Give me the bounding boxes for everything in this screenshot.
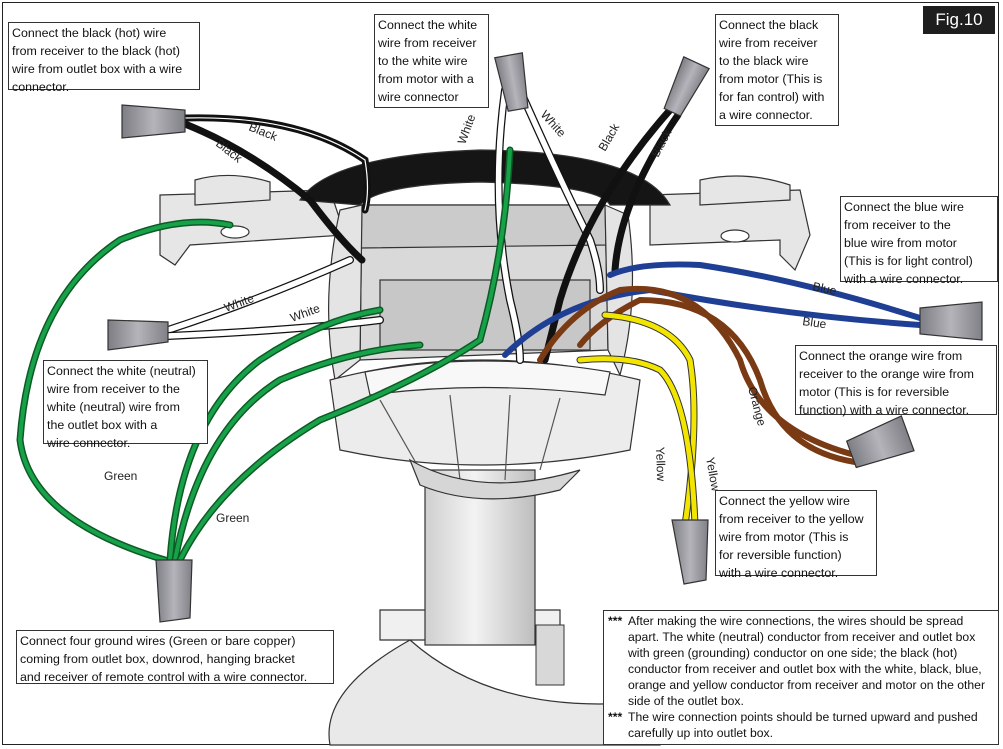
label-black-3: Black xyxy=(595,120,622,153)
note-text: After making the wire connections, the w… xyxy=(628,614,986,708)
note-text: The wire connection points should be tur… xyxy=(628,710,978,740)
receiver-housing xyxy=(298,149,672,382)
wire-connectors xyxy=(107,52,983,623)
connector-blue xyxy=(919,301,983,341)
connector-orange xyxy=(845,415,915,469)
connector-yellow xyxy=(671,519,709,585)
wires xyxy=(16,86,923,564)
label-green-2: Green xyxy=(216,511,249,525)
label-white-1: White xyxy=(455,112,479,146)
note-item: *** The wire connection points should be… xyxy=(608,709,994,741)
label-white-4: White xyxy=(288,301,322,325)
callout-white-motor: Connect the white wire from receiver to … xyxy=(374,14,489,108)
callout-orange: Connect the orange wire from receiver to… xyxy=(795,345,997,417)
callout-yellow: Connect the yellow wire from receiver to… xyxy=(715,490,877,580)
label-yellow-2: Yellow xyxy=(703,456,723,492)
note-item: *** After making the wire connections, t… xyxy=(608,613,994,709)
connector-white-neutral xyxy=(107,319,169,351)
downrod xyxy=(424,469,536,646)
note-marker: *** xyxy=(608,710,623,724)
callout-black-motor: Connect the black wire from receiver to … xyxy=(715,14,839,126)
callout-black-hot: Connect the black (hot) wire from receiv… xyxy=(8,22,200,94)
callout-ground: Connect four ground wires (Green or bare… xyxy=(16,630,334,684)
label-black-2: Black xyxy=(213,136,246,166)
label-blue-2: Blue xyxy=(802,314,828,331)
label-green-1: Green xyxy=(104,469,137,483)
label-yellow-1: Yellow xyxy=(653,447,668,482)
connector-ground xyxy=(155,559,193,623)
notes-box: *** After making the wire connections, t… xyxy=(603,610,999,745)
connector-black-motor xyxy=(663,56,711,117)
note-marker: *** xyxy=(608,614,623,628)
callout-white-neutral: Connect the white (neutral) wire from re… xyxy=(43,360,208,450)
figure-label: Fig.10 xyxy=(923,6,995,34)
connector-black-hot xyxy=(121,104,186,139)
label-white-3: White xyxy=(222,291,256,315)
label-blue-1: Blue xyxy=(811,279,838,298)
connector-white-motor xyxy=(494,52,529,112)
hanging-bracket xyxy=(159,174,811,272)
callout-blue: Connect the blue wire from receiver to t… xyxy=(840,196,998,286)
